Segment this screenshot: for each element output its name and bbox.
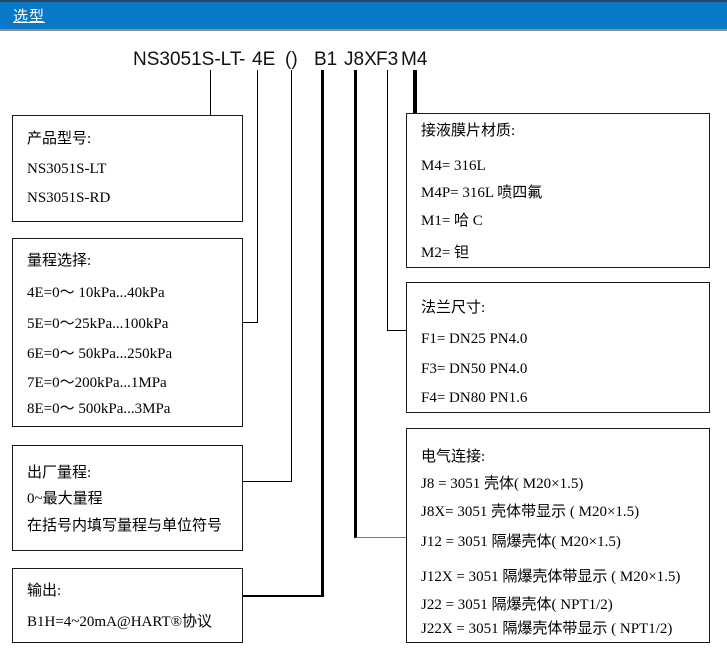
output-box: 输出: B1H=4~20mA@HART®协议 xyxy=(12,568,243,643)
output-item: B1H=4~20mA@HART®协议 xyxy=(27,614,213,630)
factory-range-item: 在括号内填写量程与单位符号 xyxy=(27,518,223,534)
product-model-title: 产品型号: xyxy=(27,131,92,147)
connector-elbow-factory xyxy=(243,481,292,482)
flange-option: F3= DN50 PN4.0 xyxy=(421,361,528,377)
product-model-item: NS3051S-LT xyxy=(27,161,107,177)
electrical-connection-box: 电气连接: J8 = 3051 壳体( M20×1.5) J8X= 3051 壳… xyxy=(406,428,710,643)
model-part-range: 4E xyxy=(252,49,276,70)
electrical-option: J8 = 3051 壳体( M20×1.5) xyxy=(421,476,584,492)
product-model-box: 产品型号: NS3051S-LT NS3051S-RD xyxy=(12,115,243,222)
flange-size-title: 法兰尺寸: xyxy=(421,300,486,316)
connector-elbow-elec xyxy=(356,537,406,538)
electrical-connection-title: 电气连接: xyxy=(421,449,486,465)
material-option: M4P= 316L 喷四氟 xyxy=(421,185,543,201)
range-option: 7E=0～200kPa...1MPa xyxy=(27,375,167,391)
range-selection-box: 量程选择: 4E=0～ 10kPa...40kPa 5E=0～25kPa...1… xyxy=(12,238,243,427)
material-option: M4= 316L xyxy=(421,158,486,174)
output-title: 输出: xyxy=(27,583,62,599)
flange-option: F1= DN25 PN4.0 xyxy=(421,331,528,347)
model-part-output: B1 xyxy=(314,49,338,70)
model-part-base: NS3051S-LT xyxy=(133,49,242,70)
factory-range-box: 出厂量程: 0~最大量程 在括号内填写量程与单位符号 xyxy=(12,445,243,551)
connector-elbow-output xyxy=(243,595,324,597)
electrical-option: J22 = 3051 隔爆壳体( NPT1/2) xyxy=(421,597,613,613)
model-part-flange: F3 xyxy=(376,49,399,70)
electrical-option: J12X = 3051 隔爆壳体带显示 ( M20×1.5) xyxy=(421,569,681,585)
model-part-parens: () xyxy=(285,49,298,70)
range-option: 6E=0～ 50kPa...250kPa xyxy=(27,346,173,362)
model-part-dash: - xyxy=(239,49,246,70)
range-option: 5E=0～25kPa...100kPa xyxy=(27,316,169,332)
connector-elbow-flange xyxy=(387,330,406,331)
electrical-option: J8X= 3051 壳体带显示 ( M20×1.5) xyxy=(421,504,640,520)
connector-line-product xyxy=(210,70,211,115)
diaphragm-material-box: 接液膜片材质: M4= 316L M4P= 316L 喷四氟 M1= 哈 C M… xyxy=(406,113,710,268)
range-option: 4E=0～ 10kPa...40kPa xyxy=(27,285,165,301)
section-title: 选型 xyxy=(13,8,46,25)
electrical-option: J12 = 3051 隔爆壳体( M20×1.5) xyxy=(421,534,621,550)
model-part-elec: J8X xyxy=(344,49,377,70)
connector-line-output xyxy=(321,70,324,597)
product-model-item: NS3051S-RD xyxy=(27,190,111,206)
factory-range-title: 出厂量程: xyxy=(27,465,92,481)
connector-line-material xyxy=(413,70,417,113)
flange-option: F4= DN80 PN1.6 xyxy=(421,390,528,406)
range-selection-title: 量程选择: xyxy=(27,253,92,269)
material-option: M2= 钽 xyxy=(421,245,470,261)
flange-size-box: 法兰尺寸: F1= DN25 PN4.0 F3= DN50 PN4.0 F4= … xyxy=(406,282,710,413)
connector-line-factory xyxy=(291,70,292,482)
section-header-bar: 选型 xyxy=(0,0,727,31)
electrical-option: J22X = 3051 隔爆壳体带显示 ( NPT1/2) xyxy=(421,621,673,637)
material-option: M1= 哈 C xyxy=(421,213,483,229)
factory-range-item: 0~最大量程 xyxy=(27,491,103,507)
range-option: 8E=0～ 500kPa...3MPa xyxy=(27,401,171,417)
connector-line-elec xyxy=(354,70,357,538)
diaphragm-material-title: 接液膜片材质: xyxy=(421,123,516,139)
connector-line-flange xyxy=(387,70,388,331)
connector-elbow-range xyxy=(243,322,258,323)
connector-line-range xyxy=(257,70,258,323)
model-part-material: M4 xyxy=(401,49,428,70)
